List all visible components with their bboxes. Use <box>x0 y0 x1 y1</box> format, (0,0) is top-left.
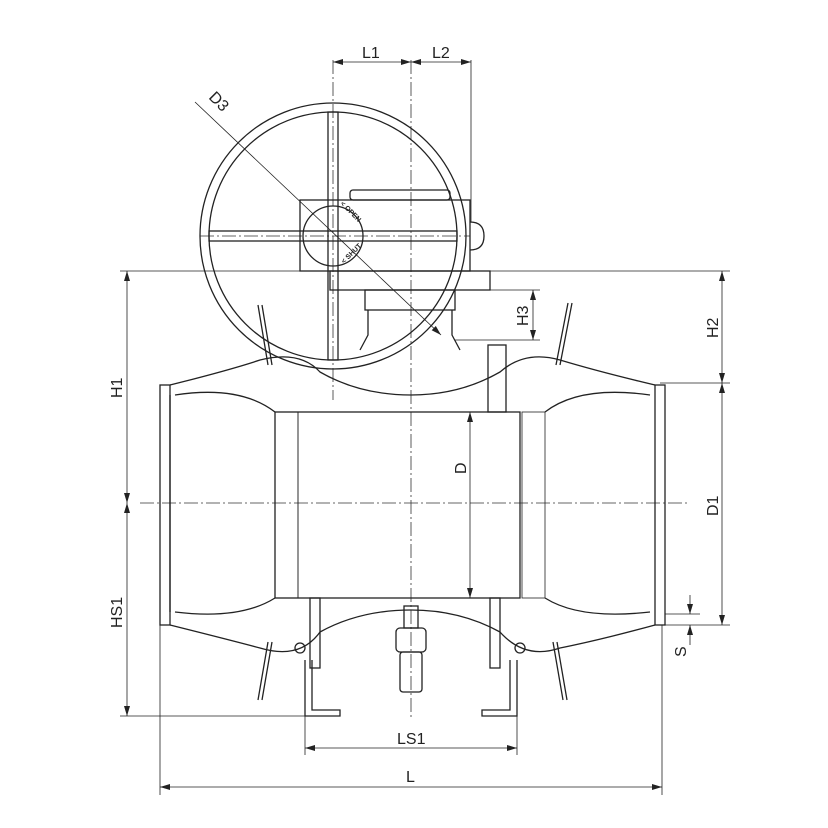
centerlines <box>140 60 690 720</box>
label-D3: D3 <box>205 89 232 116</box>
label-H3: H3 <box>515 305 532 326</box>
label-L2: L2 <box>432 45 450 62</box>
valve-body <box>159 344 666 669</box>
label-L: L <box>406 769 415 786</box>
gearbox <box>329 270 491 351</box>
label-D: D <box>453 462 470 474</box>
lugs-and-supports <box>257 302 573 717</box>
label-H2: H2 <box>705 317 722 338</box>
label-L1: L1 <box>362 45 380 62</box>
shut-label: < SHUT <box>340 242 363 265</box>
open-label: < OPEN <box>339 200 362 223</box>
dimensions <box>124 59 725 790</box>
extension-lines <box>120 60 730 795</box>
label-LS1: LS1 <box>397 731 426 748</box>
label-H1: H1 <box>109 377 126 398</box>
label-HS1: HS1 <box>109 597 126 628</box>
label-D1: D1 <box>705 495 722 516</box>
dimension-labels: L1 L2 D3 H3 H2 H1 D D1 HS1 S LS1 L <box>109 45 722 786</box>
label-S: S <box>673 646 690 657</box>
